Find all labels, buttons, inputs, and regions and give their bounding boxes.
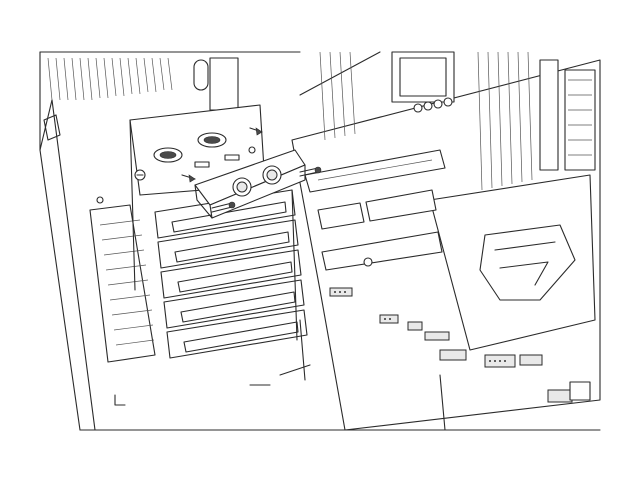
rog-logo bbox=[479, 224, 576, 301]
motherboard-headers bbox=[329, 287, 591, 403]
pass-through-hole bbox=[262, 165, 282, 185]
slot-cover bbox=[157, 219, 299, 269]
audio-jack-icon bbox=[197, 132, 227, 148]
pass-through-hole bbox=[232, 177, 252, 197]
screw-icon bbox=[299, 166, 322, 177]
case-details bbox=[43, 114, 311, 406]
case-vent-slots-top bbox=[47, 57, 239, 111]
pcie-slot-bottom bbox=[317, 189, 443, 271]
slot-cover bbox=[160, 249, 302, 299]
pcie-slot-top bbox=[304, 149, 446, 193]
slot-cover bbox=[166, 309, 308, 359]
slot-cover bbox=[163, 279, 305, 329]
screw-icon bbox=[134, 169, 146, 181]
expansion-slot-covers bbox=[154, 189, 308, 381]
case-vent-slots-rear bbox=[89, 204, 156, 363]
screw-icon bbox=[211, 201, 236, 213]
case-frame bbox=[39, 51, 601, 431]
motherboard bbox=[291, 51, 601, 431]
install-direction-arrows bbox=[181, 127, 263, 183]
usb-port-icon bbox=[153, 147, 183, 163]
